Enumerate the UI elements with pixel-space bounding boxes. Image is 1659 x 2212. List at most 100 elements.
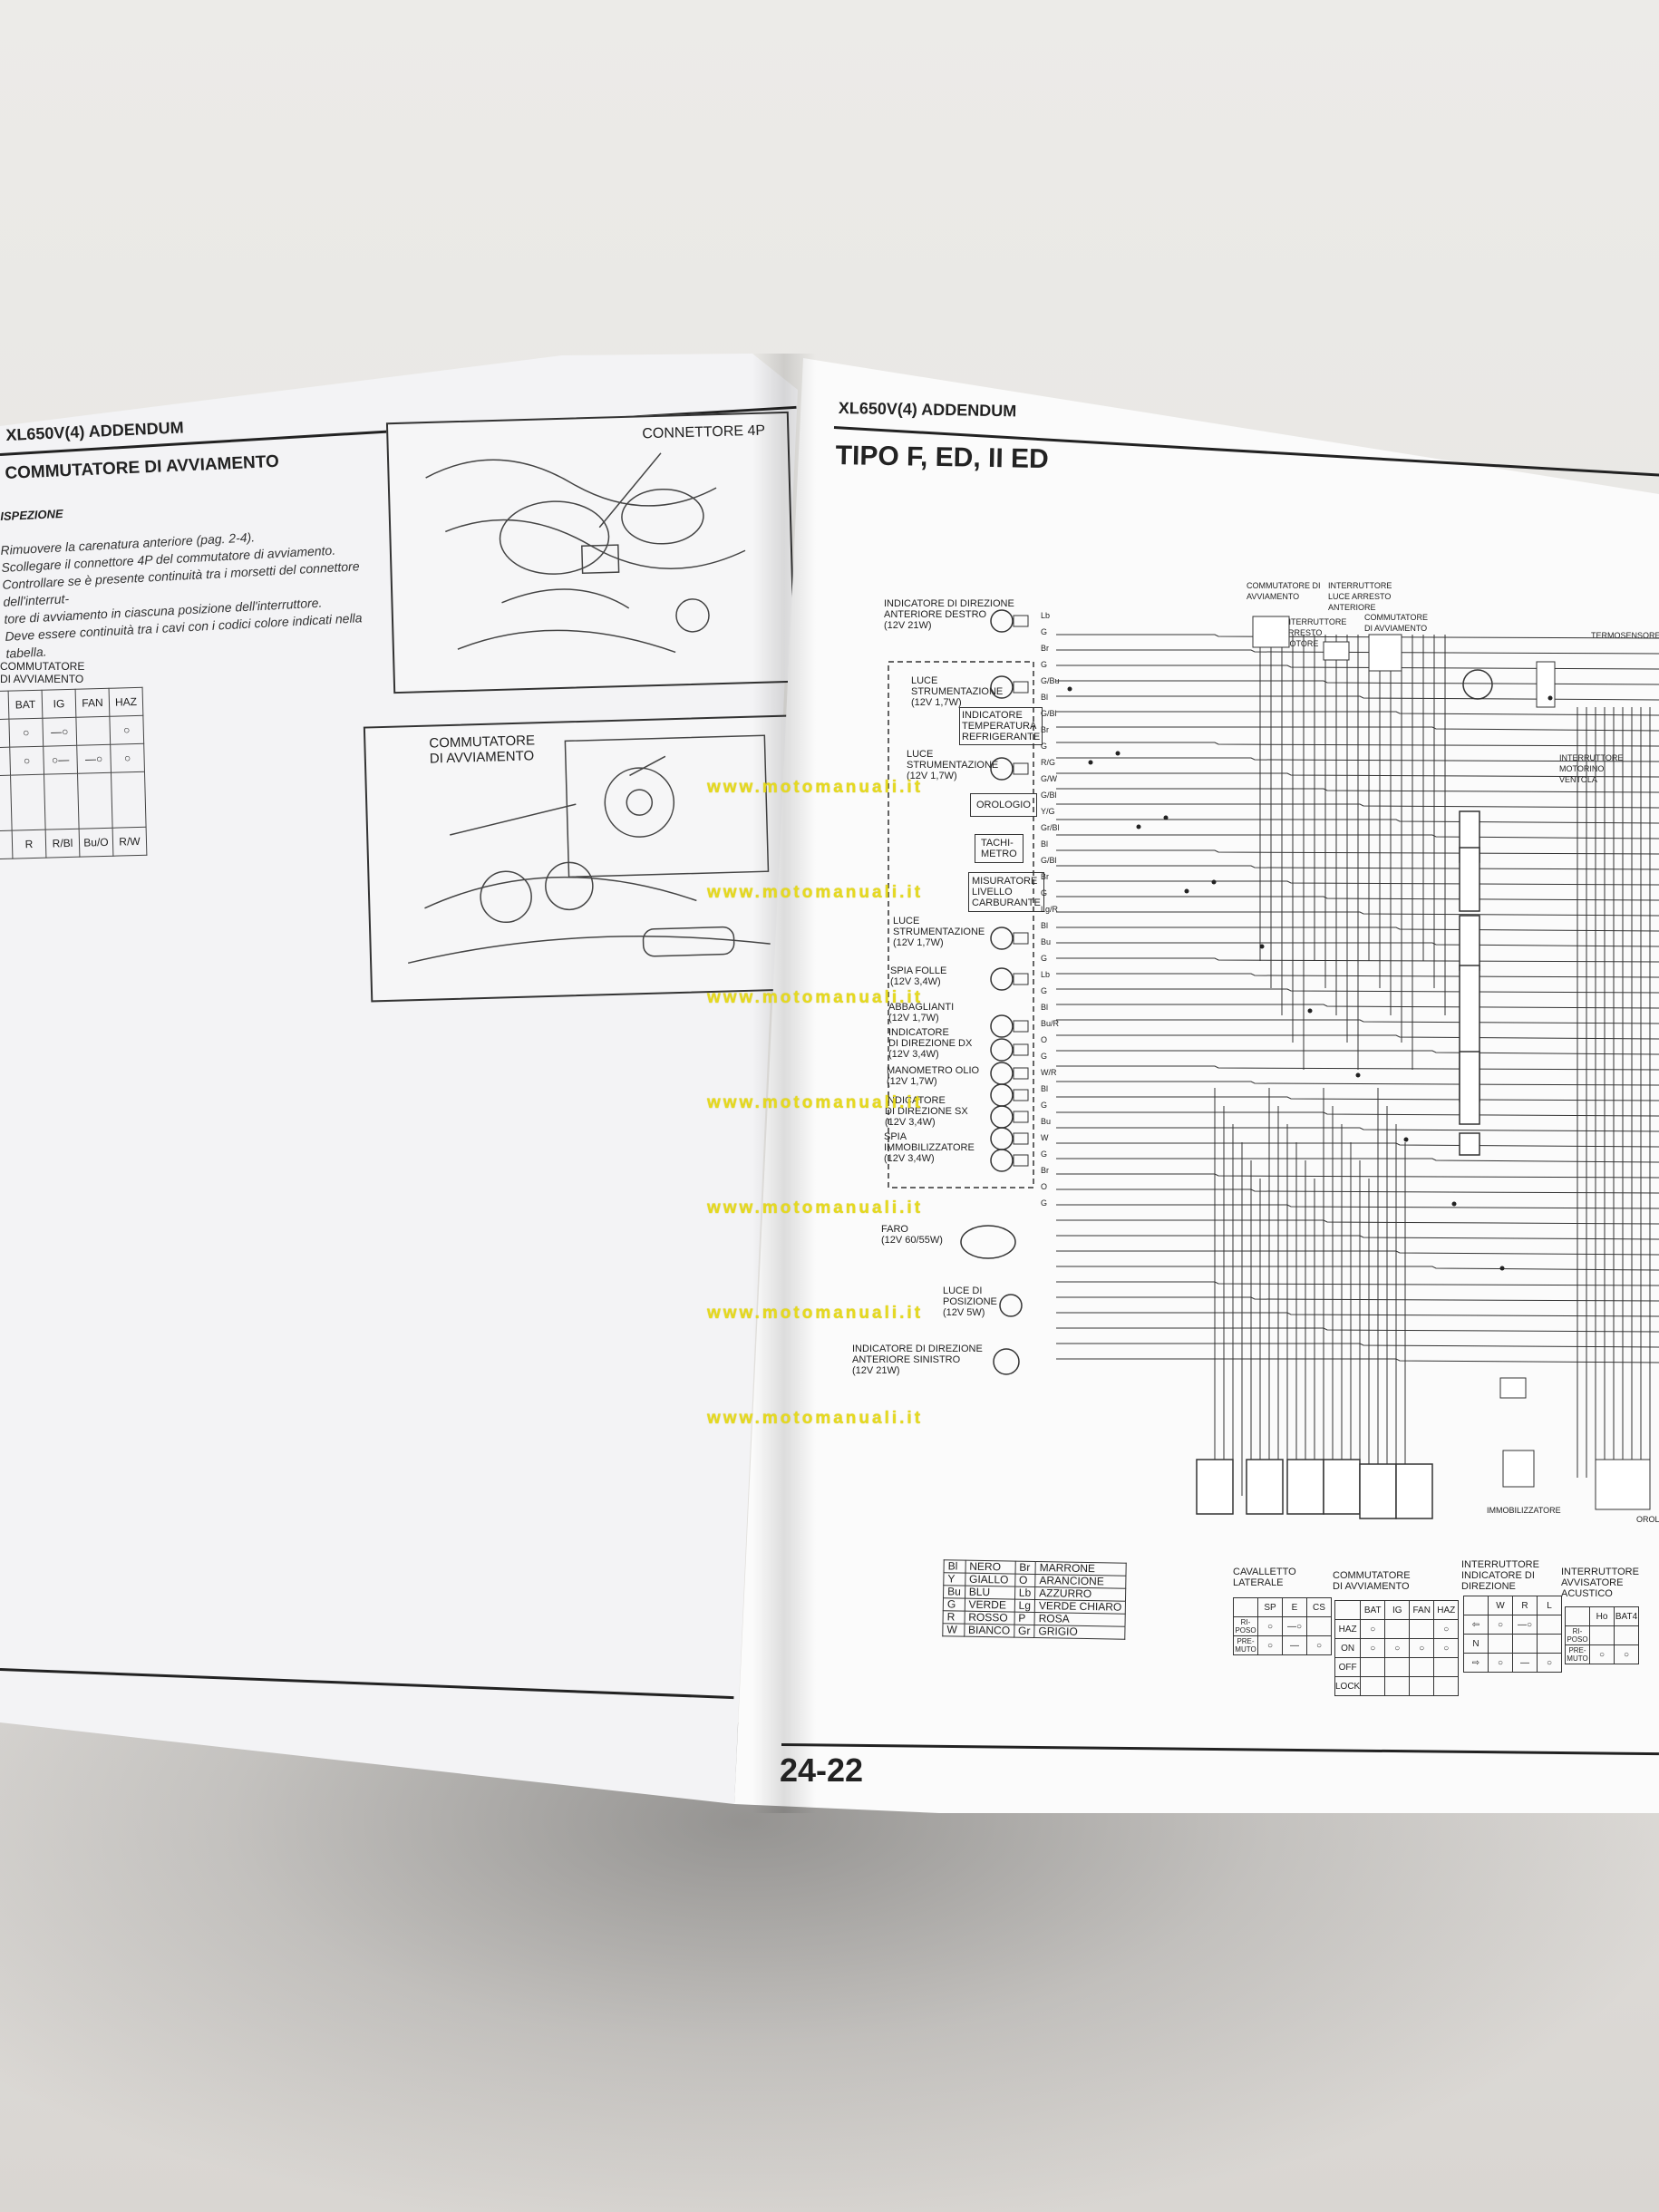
bulb-symbol bbox=[990, 927, 1014, 950]
ignition-switch-label: COMMUTATORE DI AVVIAMENTO bbox=[429, 732, 536, 767]
wire-code-label: G bbox=[1041, 742, 1047, 751]
wire bbox=[1056, 819, 1659, 824]
wire bbox=[1056, 634, 1659, 639]
thermosensor-symbol bbox=[1536, 661, 1556, 708]
wire bbox=[1056, 772, 1659, 778]
wire-code-label: Br bbox=[1041, 872, 1049, 881]
bottom-component-label: CAVALLETTO LATERALE bbox=[1233, 1567, 1296, 1588]
top-component-label: TERMOSENSORE bbox=[1591, 631, 1659, 640]
brake-switch-symbol bbox=[1323, 641, 1350, 661]
wire-code-label: G/Bl bbox=[1041, 791, 1057, 800]
wire-code-label: Y/G bbox=[1041, 807, 1055, 816]
wire-code-label: O bbox=[1041, 1182, 1047, 1191]
junction-dot bbox=[1136, 824, 1141, 830]
junction-dot bbox=[1259, 944, 1265, 949]
bulb-socket bbox=[1013, 1089, 1029, 1101]
wire bbox=[1056, 1188, 1659, 1194]
junction-dot bbox=[1088, 760, 1093, 765]
wire-code-label: W/R bbox=[1041, 1068, 1057, 1077]
junction-dot bbox=[1163, 815, 1169, 820]
wire-code-label: G/Bl bbox=[1041, 856, 1057, 865]
wire-code-label: G bbox=[1041, 888, 1047, 897]
bulb-symbol bbox=[990, 757, 1014, 781]
wire bbox=[1056, 1111, 1659, 1117]
wire bbox=[1056, 803, 1659, 809]
bulb-symbol bbox=[990, 1038, 1014, 1062]
component-label: TACHI-METRO bbox=[975, 834, 1024, 863]
wire bbox=[1056, 1081, 1659, 1086]
watermark: www.motomanuali.it bbox=[707, 988, 924, 1007]
book-gutter bbox=[752, 354, 816, 1813]
bulb-socket bbox=[1013, 1020, 1029, 1033]
right-page-header: XL650V(4) ADDENDUM bbox=[838, 399, 1017, 421]
wire-code-label: Lb bbox=[1041, 970, 1050, 979]
wire-code-label: R/G bbox=[1041, 758, 1055, 767]
component-label: SPIA FOLLE(12V 3,4W) bbox=[890, 965, 947, 987]
wire bbox=[1056, 1327, 1659, 1333]
wire-code-label: Bl bbox=[1041, 1003, 1048, 1012]
fan-motor-symbol bbox=[1462, 669, 1493, 700]
wiring-diagram: LbGBrGG/BuBlG/BlBrGR/GG/WG/BlY/GGr/BlBlG… bbox=[888, 609, 1659, 1519]
wire bbox=[1056, 1219, 1659, 1225]
wire bbox=[1056, 1173, 1659, 1179]
wire-code-label: G bbox=[1041, 660, 1047, 669]
instrument-cluster-outline bbox=[888, 661, 1034, 1188]
bulb-socket bbox=[1013, 1043, 1029, 1056]
dashboard-illustration bbox=[407, 734, 771, 965]
wire-code-label: O bbox=[1041, 1035, 1047, 1044]
wire-code-label: Bl bbox=[1041, 693, 1048, 702]
right-page-title: TIPO F, ED, II ED bbox=[835, 441, 1050, 475]
connector-block bbox=[1499, 1377, 1527, 1399]
junction-dot bbox=[1547, 695, 1553, 701]
bulb-symbol bbox=[990, 609, 1014, 633]
wire bbox=[1056, 849, 1659, 855]
wire-code-label: G bbox=[1041, 1150, 1047, 1159]
top-component-label: INTERRUTTORE MOTORINO VENTOLA bbox=[1559, 753, 1624, 784]
wire bbox=[1056, 1281, 1659, 1286]
wire bbox=[1056, 1096, 1659, 1101]
watermark: www.motomanuali.it bbox=[707, 883, 924, 902]
watermark: www.motomanuali.it bbox=[707, 1093, 924, 1112]
handlebar-switch-symbol bbox=[1196, 1459, 1234, 1515]
wire bbox=[1056, 1158, 1659, 1163]
wire-code-label: Br bbox=[1041, 644, 1049, 653]
wire bbox=[1056, 1266, 1659, 1271]
handlebar-switch-symbol bbox=[1323, 1459, 1361, 1515]
watermark: www.motomanuali.it bbox=[707, 778, 924, 797]
component-label: OROLOGIO bbox=[970, 793, 1037, 817]
wire bbox=[1056, 1019, 1659, 1024]
bulb-symbol bbox=[990, 1014, 1014, 1038]
wire bbox=[1056, 649, 1659, 655]
component-label: MANOMETRO OLIO(12V 1,7W) bbox=[887, 1065, 980, 1087]
wire-code-label: G bbox=[1041, 1101, 1047, 1110]
wire-code-label: Bu/R bbox=[1041, 1019, 1060, 1028]
bulb-symbol bbox=[990, 967, 1014, 991]
connector-4p-label: CONNETTORE 4P bbox=[642, 422, 766, 442]
bulb-symbol bbox=[990, 1062, 1014, 1085]
wire bbox=[1056, 757, 1659, 762]
bottom-component-label: INTERRUTTORE AVVISATORE ACUSTICO bbox=[1561, 1567, 1639, 1599]
turn-signal-symbol bbox=[993, 1348, 1020, 1375]
ignition-switch-symbol bbox=[1368, 634, 1402, 672]
wire bbox=[1056, 711, 1659, 716]
clock-module-symbol bbox=[1595, 1459, 1651, 1510]
junction-dot bbox=[1403, 1137, 1409, 1142]
immobilizer-symbol bbox=[1502, 1450, 1535, 1488]
bottom-component-label: COMMUTATORE DI AVVIAMENTO bbox=[1333, 1570, 1411, 1592]
wire-code-label: W bbox=[1041, 1133, 1049, 1142]
wire bbox=[1056, 1050, 1659, 1055]
wire bbox=[1056, 973, 1659, 978]
wire bbox=[1056, 1312, 1659, 1317]
handlebar-switch-symbol bbox=[1395, 1463, 1433, 1519]
position-light-symbol bbox=[999, 1294, 1023, 1317]
bulb-socket bbox=[1013, 762, 1029, 775]
wire-code-label: G bbox=[1041, 627, 1047, 636]
bulb-symbol bbox=[990, 1105, 1014, 1129]
wire-code-label: G bbox=[1041, 986, 1047, 995]
bulb-socket bbox=[1013, 681, 1029, 694]
